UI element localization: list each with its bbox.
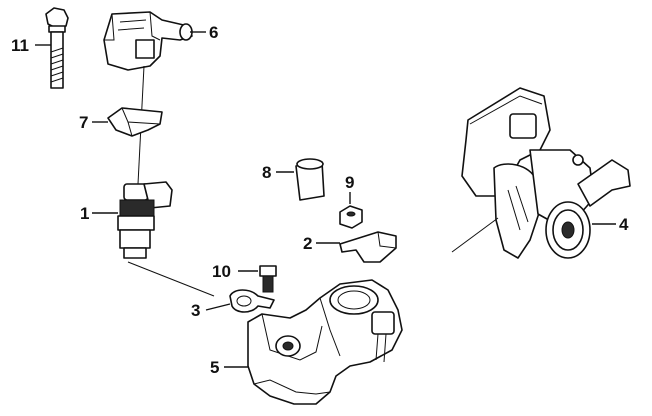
- part-5-intake-manifold: [224, 279, 403, 405]
- part-4-throttle-body: [451, 87, 631, 259]
- part-3-hose-clip: [205, 289, 275, 313]
- callout-6: 6: [209, 23, 218, 42]
- callout-8: 8: [262, 163, 271, 182]
- part-8-sleeve: [276, 158, 325, 201]
- callout-1: 1: [80, 204, 89, 223]
- part-10-small-bolt: [238, 265, 277, 293]
- part-11-bolt: [35, 7, 69, 89]
- callout-9: 9: [345, 173, 354, 192]
- assembly-guide-line-lower: [127, 261, 215, 297]
- part-7-clip: [92, 107, 163, 137]
- callout-11: 11: [11, 36, 29, 55]
- callout-7: 7: [79, 113, 88, 132]
- part-9-nut: [339, 192, 363, 229]
- part-1-injector: [92, 181, 173, 259]
- part-2-clamp: [316, 231, 397, 263]
- callout-3: 3: [191, 301, 200, 320]
- callout-5: 5: [210, 358, 219, 377]
- part-6-fuel-connector: [103, 11, 206, 71]
- callout-labels: 11 6 7 1 8 9 2 10 3 5 4: [11, 23, 629, 377]
- callout-10: 10: [212, 262, 231, 281]
- callout-4: 4: [619, 215, 629, 234]
- callout-2: 2: [303, 234, 312, 253]
